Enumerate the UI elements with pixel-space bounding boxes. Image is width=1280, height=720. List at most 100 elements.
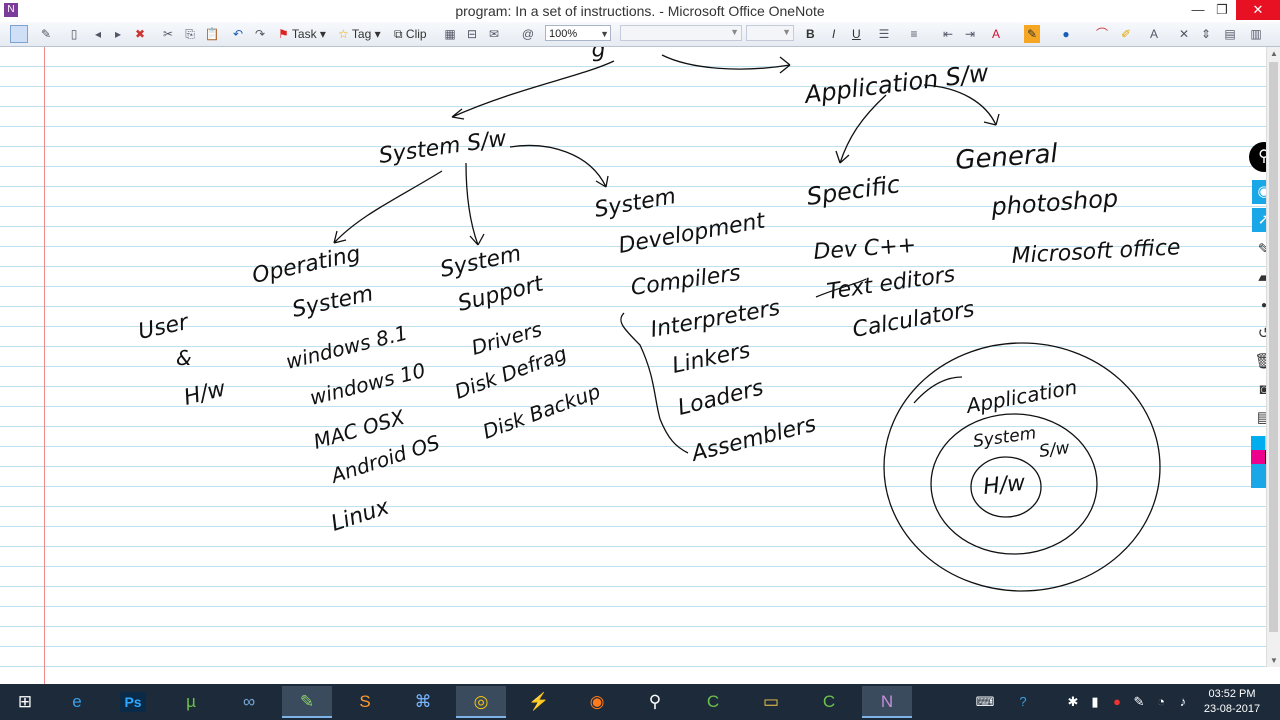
back-icon[interactable]: ◂	[94, 27, 102, 41]
title-bar: N program: In a set of instructions. - M…	[0, 0, 1280, 23]
panning-icon[interactable]: ▤	[1224, 27, 1236, 41]
scroll-up-icon[interactable]: ▲	[1270, 49, 1278, 58]
font-color-icon[interactable]: A	[991, 27, 1000, 41]
cyan-swatch[interactable]	[1251, 436, 1265, 450]
internet-explorer-icon[interactable]: e	[72, 692, 82, 711]
email-icon[interactable]: ✉	[488, 27, 500, 41]
camera-icon[interactable]: ◙	[1259, 381, 1269, 398]
undo-icon[interactable]: ↶	[232, 27, 244, 41]
ink-circle-system: System	[972, 423, 1038, 452]
task-button[interactable]: ⚑ Task ▾	[278, 27, 326, 41]
onenote-taskbar-icon[interactable]: N	[862, 686, 912, 718]
ink-dev-cpp: Dev C++	[813, 233, 917, 265]
firefox-icon[interactable]: ◉	[589, 692, 605, 711]
ink-user: User	[136, 310, 192, 345]
highlighter-icon[interactable]: ✎	[1024, 25, 1040, 43]
ink-arrow	[465, 162, 485, 246]
lightning-app-icon[interactable]: ⚡	[528, 692, 550, 711]
magenta-swatch[interactable]	[1251, 450, 1265, 464]
camtasia-icon[interactable]: C	[706, 692, 720, 711]
bullets-icon[interactable]: ☰	[878, 27, 890, 41]
italic-button[interactable]: I	[832, 27, 836, 41]
note-page[interactable]: g Application S/w System S/w Specific Ge…	[0, 47, 1266, 684]
keyboard-icon[interactable]: ⌨	[975, 694, 995, 709]
font-family-select[interactable]: ▼	[620, 25, 742, 41]
chrome-icon[interactable]: ◎	[456, 686, 506, 718]
tag-button[interactable]: ☆ Tag ▾	[338, 27, 381, 41]
ink-middle-circle	[930, 413, 1098, 555]
onenote-app-icon[interactable]: N	[4, 3, 18, 17]
scroll-thumb[interactable]	[1269, 62, 1278, 632]
ink-calculators: Calculators	[851, 297, 977, 343]
forward-icon[interactable]: ▸	[114, 27, 122, 41]
clock-time: 03:52 PM	[1208, 688, 1256, 700]
ink-system-sw: System S/w	[377, 126, 509, 169]
copy-icon[interactable]: ⎘	[185, 27, 195, 41]
cut-icon[interactable]: ✂	[162, 27, 174, 41]
ink-specific: Specific	[805, 170, 902, 211]
minimize-button[interactable]: —	[1191, 2, 1205, 17]
dot-icon[interactable]: ●	[1260, 300, 1268, 311]
full-page-view-icon[interactable]	[10, 25, 28, 43]
close-button[interactable]: ✕	[1236, 0, 1280, 20]
text-mode-icon[interactable]: A	[1149, 27, 1158, 41]
paste-icon[interactable]: 📋	[204, 27, 220, 41]
pen-icon[interactable]: ✎	[40, 27, 52, 41]
help-icon[interactable]: ?	[1019, 694, 1027, 709]
ink-os-item: Linux	[328, 494, 393, 536]
clip-button[interactable]: ⧉ Clip	[394, 25, 427, 43]
wifi-icon[interactable]: ◔	[1157, 694, 1165, 709]
increase-indent-icon[interactable]: ⇥	[964, 27, 976, 41]
underline-button[interactable]: U	[852, 27, 861, 41]
start-windows-icon[interactable]: ⊞	[17, 692, 33, 711]
photoshop-icon[interactable]: Ps	[108, 686, 158, 718]
research-icon[interactable]: @	[521, 27, 535, 41]
scroll-down-icon[interactable]: ▼	[1270, 656, 1278, 665]
ink-loaders: Loaders	[675, 375, 766, 420]
camtasia-recorder-icon[interactable]: C	[822, 692, 836, 711]
numbering-icon[interactable]: ≡	[910, 27, 918, 41]
file-explorer-icon[interactable]: ▭	[762, 692, 780, 711]
infinity-app-icon[interactable]: ∞	[242, 692, 256, 711]
star-icon: ☆	[338, 27, 349, 41]
utorrent-icon[interactable]: µ	[186, 692, 196, 711]
chevron-down-icon: ▼	[600, 29, 609, 39]
ink-assemblers: Assemblers	[687, 412, 818, 467]
ink-linkers: Linkers	[670, 338, 753, 379]
sidebar-toggle-icon[interactable]: ▥	[1250, 27, 1262, 41]
network-app-icon[interactable]: ⌘	[414, 692, 432, 711]
pen-tray-icon[interactable]: ✎	[1133, 694, 1145, 709]
toolbar: ✎ ▯ ◂ ▸ ✖ ✂ ⎘ 📋 ↶ ↷ ⚑ Task ▾ ☆ Tag ▾ ⧉ C…	[0, 22, 1280, 47]
table-icon[interactable]: ▦	[444, 27, 456, 41]
vertical-scrollbar[interactable]: ▲ ▼	[1266, 47, 1280, 667]
pen-style-icon[interactable]: ✐	[1120, 27, 1132, 41]
ink-arrow	[333, 170, 443, 244]
font-size-select[interactable]: ▼	[746, 25, 794, 41]
pen-color-icon[interactable]: ●	[1062, 27, 1070, 41]
ink-top-partial: g	[591, 47, 607, 63]
new-page-icon[interactable]: ▯	[70, 27, 78, 41]
eraser-icon[interactable]: ✕	[1178, 27, 1190, 41]
tag-label: Tag	[351, 27, 372, 41]
epic-pen-taskbar-icon[interactable]: ⚲	[648, 692, 662, 711]
delete-icon[interactable]: ✖	[134, 27, 146, 41]
ink-microsoft-office: Microsoft office	[1011, 235, 1181, 269]
sublime-text-icon[interactable]: S	[359, 692, 371, 711]
redo-icon[interactable]: ↷	[254, 27, 266, 41]
antivirus-icon[interactable]: ●	[1113, 694, 1121, 709]
lasso-icon[interactable]: ⌒	[1095, 27, 1108, 41]
volume-icon[interactable]: ♪	[1179, 694, 1187, 709]
decrease-indent-icon[interactable]: ⇤	[942, 27, 954, 41]
insert-space-icon[interactable]: ⇕	[1200, 27, 1212, 41]
bluetooth-icon[interactable]: ✱	[1067, 694, 1079, 709]
clock-date: 23-08-2017	[1203, 703, 1261, 715]
dock-icon[interactable]: ⊟	[466, 27, 478, 41]
bold-button[interactable]: B	[806, 27, 815, 41]
battery-icon[interactable]: ▮	[1091, 694, 1099, 709]
ink-text-editors: Text editors	[825, 262, 956, 305]
highlighter-tool-icon[interactable]: ▰	[1258, 269, 1270, 286]
maximize-button[interactable]: ❐	[1216, 2, 1228, 17]
clock[interactable]: 03:52 PM 23-08-2017	[1198, 687, 1266, 717]
notepad-app-icon[interactable]: ✎	[282, 686, 332, 718]
zoom-select[interactable]: 100% ▼	[545, 25, 611, 41]
